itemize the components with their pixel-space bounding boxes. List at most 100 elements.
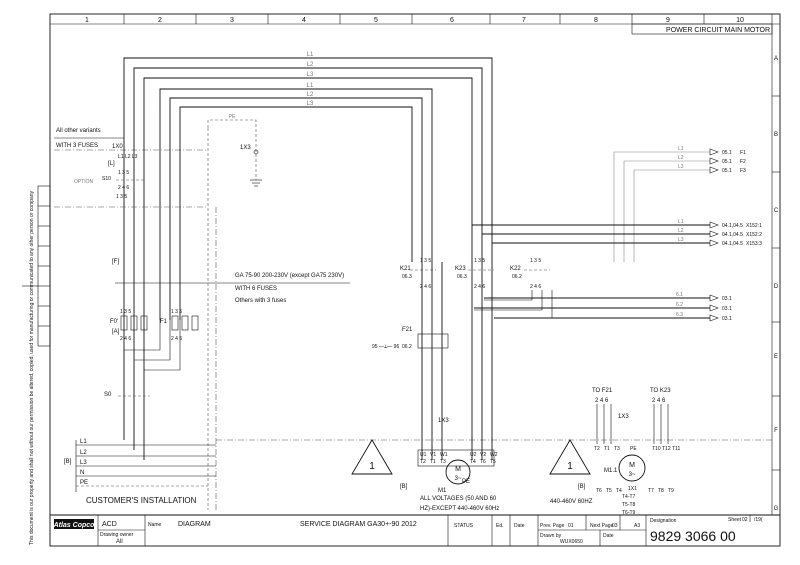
tb-prev-label: Prev. Page: [540, 523, 565, 529]
m1-term-t1: T1: [430, 459, 436, 465]
customer-n: N: [80, 470, 84, 476]
row-ruler: A B C D E F G: [772, 56, 780, 512]
row-label-d: D: [774, 284, 779, 290]
svg-text:1 3 5: 1 3 5: [118, 170, 129, 176]
tb-code: ACD: [102, 521, 117, 528]
customer-l1: L1: [80, 439, 87, 445]
tb-owner-label: Drawing owner: [100, 532, 134, 538]
tb-sheet-total: /19(: [754, 517, 763, 523]
row-label-c: C: [774, 208, 779, 214]
s10-label: S10: [102, 176, 111, 182]
m11-m: M: [629, 462, 635, 469]
f21-label: F21: [402, 327, 413, 333]
k22-ref: 06.2: [512, 274, 522, 280]
tb-status-label: STATUS: [454, 523, 474, 529]
m11-note: 440-460V 60HZ: [550, 499, 593, 505]
svg-text:1 3 5: 1 3 5: [171, 309, 182, 315]
tb-size: A3: [634, 523, 640, 529]
svg-text:1 3 5: 1 3 5: [530, 258, 541, 264]
m1-label: M1: [438, 488, 447, 494]
m11-br-t8: T8: [658, 488, 664, 494]
s10-switch: 1 3 5 2 4 6: [116, 170, 146, 191]
f21-contact: 95 —⟂— 96: [372, 344, 399, 350]
x-ref-phase-2: L2: [678, 228, 684, 234]
x-ref-2: 04.1,04.5: [722, 232, 743, 238]
warning-triangle-left: 1: [351, 439, 393, 475]
m11-bl-t5: T5: [606, 488, 612, 494]
lower-bus: L1 L2 L3: [159, 83, 433, 262]
svg-text:2 4 6: 2 4 6: [595, 398, 609, 404]
col-label-5: 5: [374, 17, 378, 24]
x-ref-phase-1: L1: [678, 219, 684, 225]
warning-number-left: 1: [369, 461, 375, 472]
k21-label: K21: [400, 266, 411, 272]
ga-note-line2: WITH 6 FUSES: [235, 286, 277, 292]
col-label-1: 1: [85, 17, 89, 24]
pe-label-top: PE: [229, 114, 236, 120]
all-other-variants: All other variants: [56, 128, 101, 134]
m11-term-t10: T10: [652, 446, 661, 452]
m11-term-t12: T12: [662, 446, 671, 452]
svg-text:2 4 6: 2 4 6: [474, 284, 485, 290]
col-label-8: 8: [594, 17, 598, 24]
x-tag-3: X153:3: [746, 241, 762, 247]
tb-designation-label: Designation: [650, 518, 677, 524]
row-label-a: A: [774, 56, 778, 62]
m11-tag-t4t7: T4-T7: [622, 494, 636, 500]
ground-symbol-top: [250, 179, 262, 187]
m11-tag-t6t9: T6-T9: [622, 510, 636, 516]
with-3-fuses: WITH 3 FUSES: [56, 143, 98, 149]
ga-note-line1: GA 75-90 200-230V (except GA75 230V): [235, 273, 344, 279]
m11-phase: 3~: [629, 472, 636, 478]
m11-bl-t6: T6: [596, 488, 602, 494]
m11-tx3: 1X3: [618, 414, 629, 420]
l-bracket-label: [L]: [108, 161, 115, 167]
tb-sheet: 02: [742, 517, 748, 523]
f21-ref: 06.2: [402, 344, 412, 350]
m11-tag-t5t8: T5-T8: [622, 502, 636, 508]
x-tag-2: X152:2: [746, 232, 762, 238]
bus-label-l1: L1: [307, 52, 314, 58]
m11-b-label: [B]: [578, 484, 586, 490]
c-ref-phase-2: 6.2: [676, 302, 683, 308]
s0-switch: S0: [104, 392, 150, 398]
s0-label: S0: [104, 392, 112, 398]
x-tag-1: X152:1: [746, 223, 762, 229]
f-ref-3: 05.1: [722, 168, 732, 174]
row-label-f: F: [774, 428, 778, 434]
company-logo-text: Atlas Copco: [53, 522, 96, 529]
ref-group-x: L1 L2 L3 04.1,04.5 04.1,04.5 04.1,04.5 X…: [472, 219, 762, 247]
m1-note-2: HZ)-EXCEPT 440-460V 60Hz: [420, 506, 499, 512]
m1-term-t3: T3: [440, 459, 446, 465]
tb-next-label: Next Page: [590, 523, 614, 529]
row-label-b: B: [774, 132, 778, 138]
svg-text:1 3 5: 1 3 5: [120, 309, 131, 315]
customer-lines: L1 L2 L3 N PE [B]: [64, 439, 216, 492]
motor-m1: 1X3 U1 V1 W1 U2 V2 W2 T2 T1 T3 T4 T6 T5 …: [400, 418, 499, 512]
m11-term-t3: T3: [614, 446, 620, 452]
column-ruler: 1 2 3 4 5 6 7 8 9 10: [85, 14, 744, 24]
f-bracket-label: [F]: [112, 259, 119, 265]
company-logo: [54, 519, 94, 529]
customer-pe: PE: [80, 480, 88, 486]
k23-label: K23: [455, 266, 466, 272]
m11-to-f21: TO F21: [592, 388, 613, 394]
overload-f21: F21 95 —⟂— 96 06.2: [372, 327, 449, 350]
col-label-6: 6: [450, 17, 454, 24]
svg-text:2 4 6: 2 4 6: [530, 284, 541, 290]
svg-text:1 3 5: 1 3 5: [474, 258, 485, 264]
svg-text:2 4 6: 2 4 6: [420, 284, 431, 290]
f-ref-phase-3: L3: [678, 164, 684, 170]
f-tag-2: F2: [740, 159, 746, 165]
m1-term-t2: T2: [420, 459, 426, 465]
m11-label: M1.1: [604, 468, 618, 474]
x-ref-1: 04.1,04.5: [722, 223, 743, 229]
f-ref-2: 05.1: [722, 159, 732, 165]
customer-b-label: [B]: [64, 459, 72, 465]
row-label-e: E: [774, 354, 778, 360]
tx3-terminal: [253, 149, 259, 155]
fuse-a-label: [A]: [112, 329, 120, 335]
revision-tabs: [22, 185, 51, 347]
ga-note-line3: Others with 3 fuses: [235, 298, 286, 304]
